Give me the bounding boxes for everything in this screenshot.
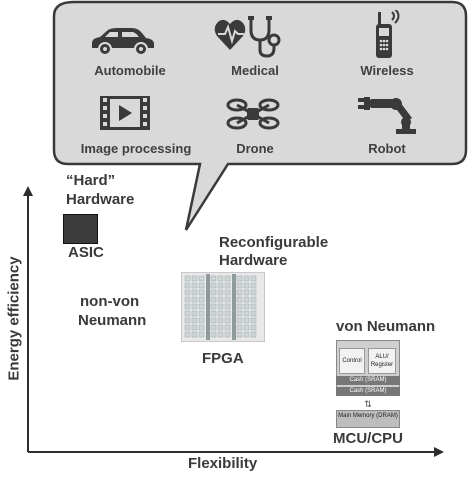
asic-chip bbox=[63, 214, 98, 244]
asic-label: ASIC bbox=[68, 244, 104, 261]
mcu-cpu-label: MCU/CPU bbox=[333, 430, 403, 447]
app-label-image-processing: Image processing bbox=[80, 141, 192, 156]
fpga-chip-icon bbox=[181, 272, 265, 342]
hard-hardware-label-line2: Hardware bbox=[66, 191, 135, 208]
walkie-talkie-icon bbox=[376, 10, 400, 58]
app-label-medical: Medical bbox=[231, 63, 279, 78]
main-memory-dram: Main Memory (DRAM) bbox=[336, 410, 400, 428]
video-film-icon bbox=[100, 96, 150, 130]
non-von-label-line1: non-von bbox=[80, 293, 140, 310]
app-label-drone: Drone bbox=[236, 141, 274, 156]
cache-sram-2: Cash (SRAM) bbox=[336, 387, 400, 396]
alu-register-block: ALU/ Register bbox=[368, 348, 396, 374]
stethoscope-heart-icon bbox=[214, 16, 281, 58]
y-axis-label: Energy efficiency bbox=[5, 256, 23, 381]
fpga-label: FPGA bbox=[202, 350, 244, 367]
app-label-robot: Robot bbox=[368, 141, 406, 156]
control-block: Control bbox=[339, 348, 365, 374]
cache-sram-1: Cash (SRAM) bbox=[336, 376, 400, 385]
hard-hardware-label-line1: “Hard” bbox=[66, 172, 116, 189]
drone-icon bbox=[226, 98, 280, 130]
bus-connector-icon: ⇅ bbox=[364, 399, 372, 409]
robot-arm-icon bbox=[358, 97, 416, 134]
x-axis-label: Flexibility bbox=[188, 455, 258, 472]
cpu-diagram: Control ALU/ Register Cash (SRAM) Cash (… bbox=[336, 340, 400, 430]
app-label-automobile: Automobile bbox=[94, 63, 166, 78]
non-von-label-line2: Neumann bbox=[78, 312, 147, 329]
reconfigurable-label-line2: Hardware bbox=[219, 252, 288, 269]
car-icon bbox=[92, 28, 154, 56]
app-label-wireless: Wireless bbox=[360, 63, 414, 78]
von-neumann-label: von Neumann bbox=[336, 318, 436, 335]
reconfigurable-label-line1: Reconfigurable bbox=[219, 234, 329, 251]
